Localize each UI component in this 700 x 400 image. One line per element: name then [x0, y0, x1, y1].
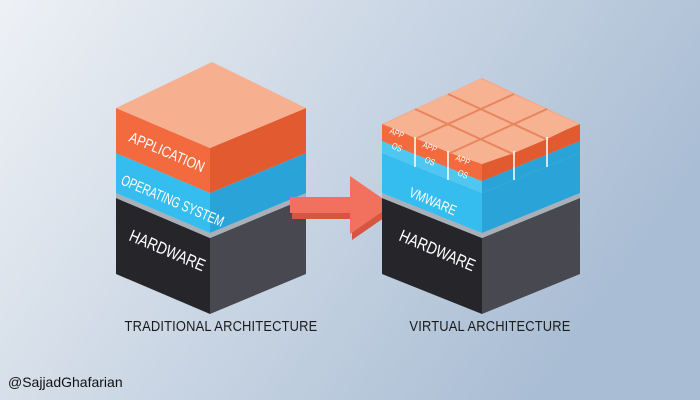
- traditional-app-layer: [116, 62, 306, 193]
- vm1-os-label: OS: [390, 141, 404, 154]
- virtual-app-tiles: [382, 78, 580, 164]
- traditional-os-layer: [116, 153, 306, 233]
- virtual-vm-dividers: [414, 137, 548, 180]
- virtual-hypervisor-layer: [382, 153, 580, 233]
- virtual-hardware-layer: [382, 198, 580, 314]
- traditional-hardware-layer: [116, 198, 306, 314]
- arrow: [290, 176, 394, 240]
- vm2-os-label: OS: [423, 155, 437, 168]
- traditional-stack: APPLICATION OPERATING SYSTEM HARDWARE: [116, 62, 306, 314]
- vm3-os-label: OS: [456, 168, 470, 181]
- virtual-stack: APP OS APP OS APP OS VMWARE HARDWARE: [382, 78, 580, 314]
- author-credit: @SajjadGhafarian: [8, 374, 123, 390]
- tile: [450, 139, 514, 164]
- virtual-caption: VIRTUAL ARCHITECTURE: [409, 318, 571, 335]
- virtual-app-layer: [382, 124, 580, 181]
- traditional-caption: TRADITIONAL ARCHITECTURE: [124, 318, 318, 335]
- virtual-os-strip: [382, 141, 580, 193]
